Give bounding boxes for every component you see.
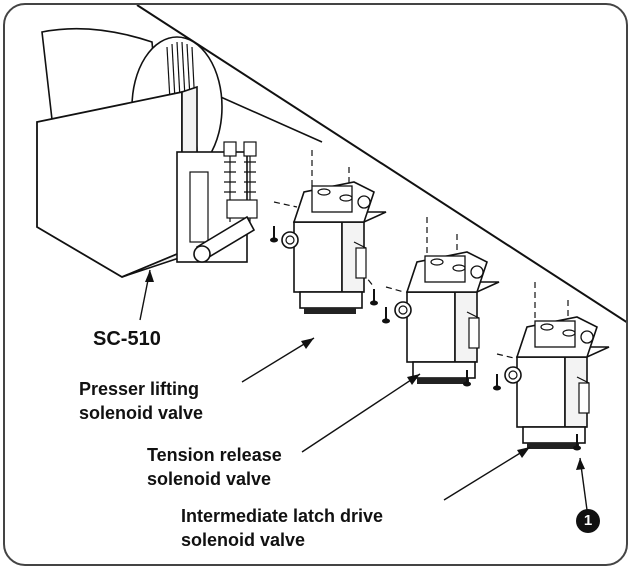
tension-label-line-1: Tension release <box>147 445 282 465</box>
tension-release-valve-label: Tension release solenoid valve <box>147 443 282 491</box>
sc510-label: SC-510 <box>93 328 161 350</box>
presser-label-line-1: Presser lifting <box>79 379 200 399</box>
screw-callout-badge: 1 <box>576 509 600 533</box>
latch-label-line-2: solenoid valve <box>181 530 306 550</box>
tension-label-line-2: solenoid valve <box>147 469 272 489</box>
latch-label-line-1: Intermediate latch drive <box>181 506 384 526</box>
intermediate-latch-valve-label: Intermediate latch drive solenoid valve <box>181 504 383 552</box>
tension-release-valve-graphic <box>394 251 500 385</box>
intermediate-latch-valve-graphic <box>504 316 610 450</box>
diagram-frame: SC-510 Presser lifting solenoid valve Te… <box>3 3 628 566</box>
installation-illustration <box>36 5 626 511</box>
presser-lifting-valve-label: Presser lifting solenoid valve <box>79 377 203 425</box>
presser-label-line-2: solenoid valve <box>79 403 204 423</box>
presser-lifting-valve-graphic <box>281 181 387 315</box>
